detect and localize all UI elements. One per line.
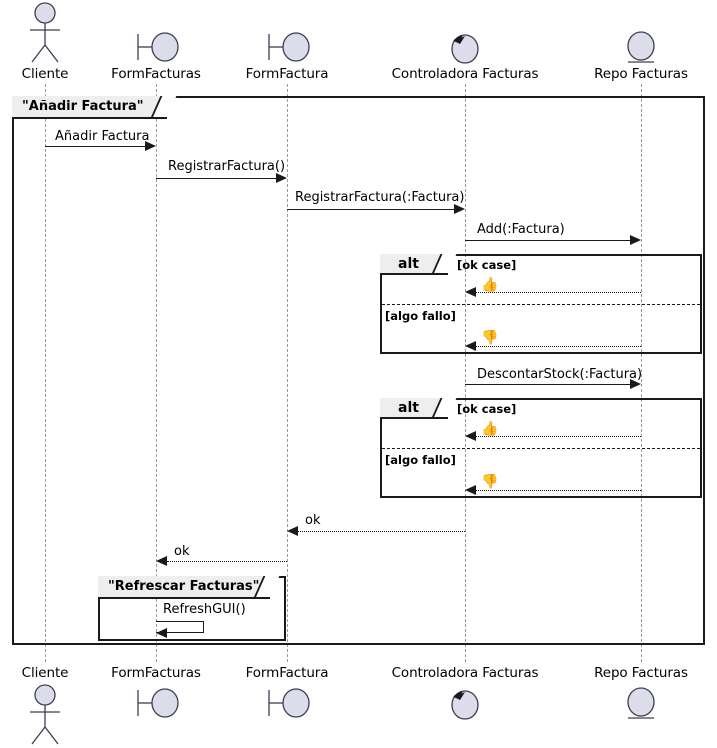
arrowhead-left — [465, 341, 476, 351]
boundary-icon — [135, 686, 185, 720]
lifeline-cliente — [45, 84, 46, 662]
participant-label-bottom-cliente: Cliente — [21, 665, 69, 681]
arrowhead-left — [465, 287, 476, 297]
message-label-anadir-factura: Añadir Factura — [55, 129, 150, 144]
arrowhead-left — [465, 431, 476, 441]
boundary-icon — [266, 686, 316, 720]
frame-title-refrescar-facturas: "Refrescar Facturas" — [108, 579, 260, 594]
arrowhead-right — [630, 379, 641, 389]
frame-label-anadir-factura: "Añadir Factura" — [12, 96, 177, 119]
arrowhead-left — [156, 556, 167, 566]
guard-label-algo-fallo: [algo fallo] — [385, 453, 456, 467]
message-label-registrarfactura-factura: RegistrarFactura(:Factura) — [295, 190, 465, 205]
frame-anadir-factura — [12, 96, 705, 645]
message-line-registrarfactura — [156, 178, 276, 179]
message-line-ok-formfactura — [298, 531, 465, 532]
entity-icon — [623, 30, 659, 66]
arrowhead-right — [630, 235, 641, 245]
message-label-thumbs-up: 👍 — [481, 277, 499, 293]
frame-label-refrescar-facturas: "Refrescar Facturas" — [98, 576, 280, 599]
self-message-loop-refreshgui — [156, 621, 204, 633]
frame-title-alt-descontarstock: alt — [398, 399, 419, 416]
arrowhead-left — [287, 526, 298, 536]
participant-label-repo-facturas: Repo Facturas — [594, 66, 688, 82]
frame-label-alt-add: alt — [380, 254, 457, 275]
participant-label-controladora-facturas: Controladora Facturas — [391, 66, 539, 82]
lifeline-formfactura — [287, 84, 288, 662]
participant-label-bottom-formfacturas: FormFacturas — [111, 665, 201, 681]
alt-divider — [382, 304, 700, 305]
arrowhead-right — [276, 173, 287, 183]
message-label-thumbs-up: 👍 — [481, 421, 499, 437]
participant-label-bottom-formfactura: FormFactura — [245, 665, 329, 681]
participant-label-formfactura: FormFactura — [245, 66, 329, 82]
boundary-icon — [135, 30, 185, 64]
alt-divider — [382, 448, 700, 449]
arrowhead-left — [465, 485, 476, 495]
frame-label-alt-descontarstock: alt — [380, 398, 457, 419]
message-label-ok-formfacturas: ok — [174, 544, 190, 559]
message-line-return-fail — [476, 490, 641, 491]
frame-title-alt-add: alt — [398, 255, 419, 272]
lifeline-repo-facturas — [641, 84, 642, 662]
message-line-return-ok — [476, 292, 641, 293]
arrowhead-left — [156, 628, 167, 638]
message-label-ok-formfactura: ok — [305, 513, 321, 528]
arrowhead-right — [454, 204, 465, 214]
frame-alt-add — [380, 254, 702, 354]
guard-label-algo-fallo: [algo fallo] — [385, 309, 456, 323]
message-line-registrarfactura-factura — [287, 209, 454, 210]
lifeline-formfacturas — [156, 84, 157, 662]
actor-icon — [23, 684, 67, 746]
entity-icon — [623, 686, 659, 722]
message-label-add-factura: Add(:Factura) — [477, 222, 565, 237]
message-line-anadir-factura — [45, 146, 145, 147]
participant-label-formfacturas: FormFacturas — [111, 66, 201, 82]
lifeline-controladora-facturas — [465, 84, 466, 662]
message-label-thumbs-down: 👎 — [481, 330, 499, 346]
message-label-refreshgui: RefreshGUI() — [163, 602, 246, 617]
participant-label-bottom-repo-facturas: Repo Facturas — [594, 665, 688, 681]
control-icon — [448, 686, 482, 720]
boundary-icon — [266, 30, 316, 64]
participant-label-bottom-controladora-facturas: Controladora Facturas — [391, 665, 539, 681]
actor-icon — [23, 2, 67, 64]
participant-label-cliente: Cliente — [21, 66, 69, 82]
message-label-thumbs-down: 👎 — [481, 474, 499, 490]
guard-label-ok-case: [ok case] — [457, 258, 517, 272]
frame-alt-descontarstock — [380, 398, 702, 498]
guard-label-ok-case: [ok case] — [457, 402, 517, 416]
message-label-registrarfactura: RegistrarFactura() — [168, 159, 286, 174]
message-line-ok-formfacturas — [167, 561, 287, 562]
arrowhead-right — [145, 141, 156, 151]
message-label-descontarstock: DescontarStock(:Factura) — [477, 367, 643, 382]
message-line-add-factura — [465, 240, 630, 241]
control-icon — [448, 30, 482, 64]
frame-title-anadir-factura: "Añadir Factura" — [22, 99, 144, 114]
message-line-return-ok — [476, 436, 641, 437]
message-line-descontarstock — [465, 384, 630, 385]
message-line-return-fail — [476, 346, 641, 347]
